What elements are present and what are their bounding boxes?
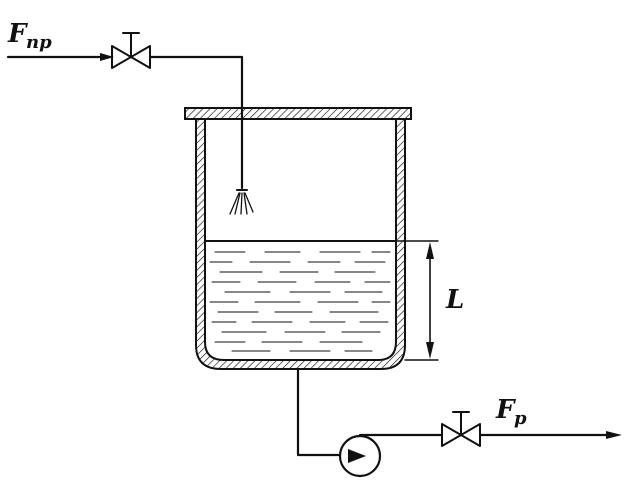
inflow-label-subscript: пр [26,32,52,53]
outlet-arrow-icon [606,431,622,439]
gate-valve-icon [111,32,151,69]
outflow-label: F [495,395,516,425]
level-arrow-up-icon [426,242,434,259]
inlet-pipe [6,53,244,190]
outlet-pipe [296,367,622,457]
spray-nozzle-icon [229,189,254,215]
inlet-arrow-icon [100,53,114,61]
outlet-pump[interactable] [338,434,382,478]
tank-wall [195,118,406,370]
liquid [209,251,391,352]
level-dimension [395,240,439,361]
level-arrow-down-icon [426,342,434,359]
level-label: L [445,285,464,315]
tank [184,107,412,370]
tank-lid [184,107,412,120]
inflow-label: F [7,19,28,49]
centrifugal-pump-icon [338,434,382,478]
outflow-label-subscript: р [514,408,527,429]
spray-nozzle [229,189,254,215]
outlet-valve[interactable] [441,411,481,447]
inlet-valve[interactable] [111,32,151,69]
gate-valve-icon [441,411,481,447]
